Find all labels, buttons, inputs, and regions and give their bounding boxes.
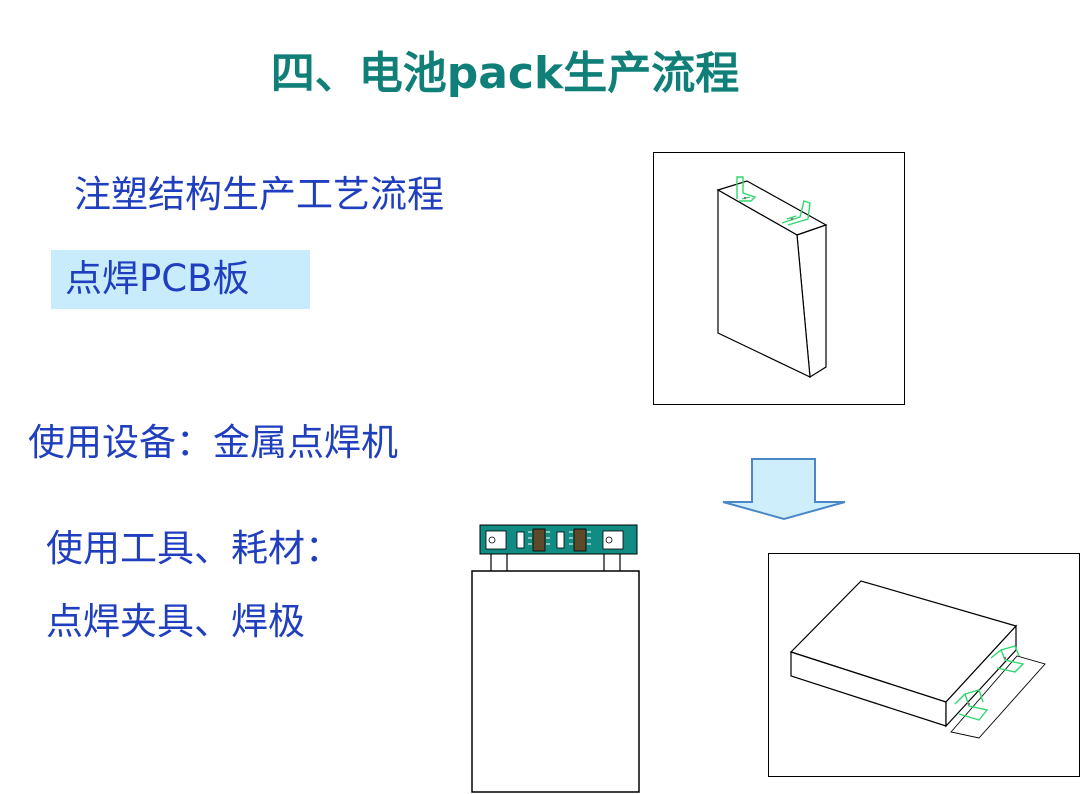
slide-title: 四、电池pack生产流程 bbox=[270, 48, 740, 99]
equipment-text: 使用设备：金属点焊机 bbox=[28, 421, 398, 464]
battery-cell-upright-icon bbox=[716, 176, 828, 379]
battery-with-pcb-icon bbox=[471, 524, 640, 793]
figure-box-bottom bbox=[768, 553, 1080, 777]
battery-cell-flat-icon bbox=[789, 580, 1046, 739]
step-tag-label: 点焊PCB板 bbox=[65, 257, 250, 300]
down-arrow-icon bbox=[722, 458, 846, 521]
step-tag: 点焊PCB板 bbox=[51, 250, 310, 309]
tools-heading: 使用工具、耗材： bbox=[46, 527, 342, 570]
figure-box-top bbox=[653, 152, 905, 405]
tools-items: 点焊夹具、焊极 bbox=[46, 600, 305, 643]
process-subtitle: 注塑结构生产工艺流程 bbox=[74, 173, 444, 216]
